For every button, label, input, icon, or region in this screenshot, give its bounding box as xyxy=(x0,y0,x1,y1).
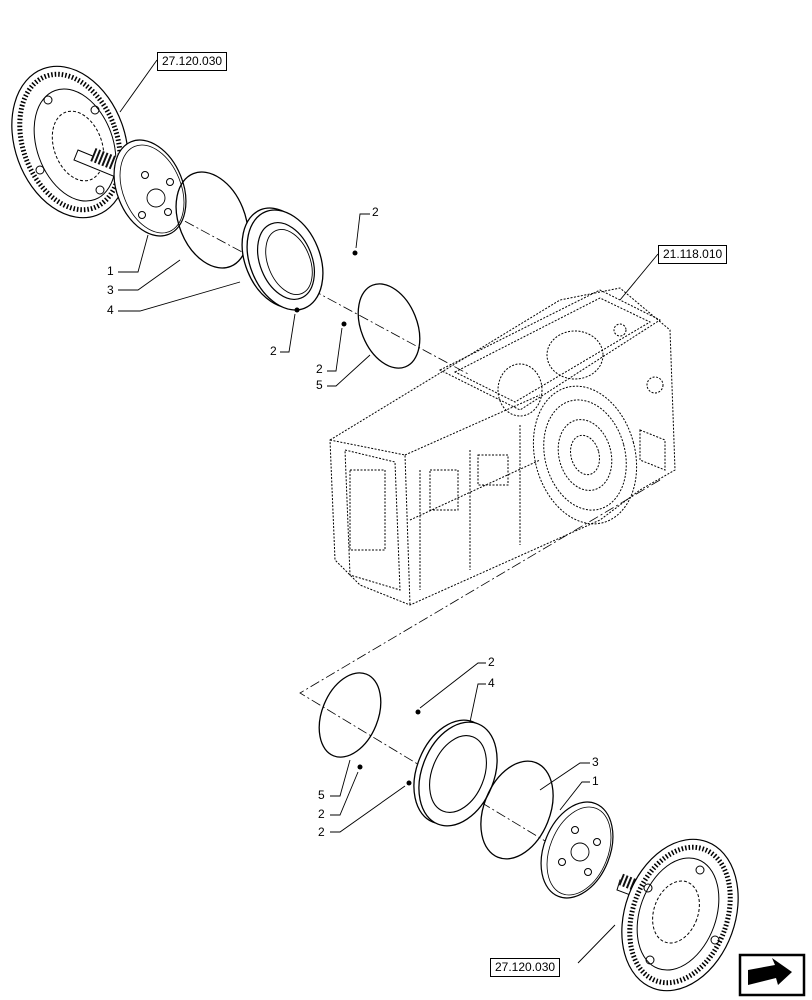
leader-lines xyxy=(118,59,659,964)
upper-pin-c xyxy=(341,321,347,327)
callout-upper-1: 1 xyxy=(107,264,114,278)
upper-pin-a xyxy=(352,250,358,256)
next-page-arrow-icon[interactable] xyxy=(738,953,806,997)
callout-lower-2c: 2 xyxy=(318,825,325,839)
callout-lower-3: 3 xyxy=(592,755,599,769)
lower-ring-5 xyxy=(318,672,382,758)
lower-plate-4 xyxy=(413,719,498,827)
upper-ring-5 xyxy=(357,283,421,369)
callout-upper-2a: 2 xyxy=(372,205,379,219)
callout-upper-4: 4 xyxy=(107,303,114,317)
ref-box-housing[interactable]: 21.118.010 xyxy=(658,245,728,264)
transmission-housing xyxy=(329,287,676,606)
callout-lower-4: 4 xyxy=(488,676,495,690)
lower-pin-a xyxy=(415,709,421,715)
upper-disc xyxy=(113,139,187,237)
lower-disc xyxy=(540,801,614,899)
callout-upper-2c: 2 xyxy=(316,362,323,376)
ref-box-bottom-right[interactable]: 27.120.030 xyxy=(490,958,561,977)
callout-lower-5: 5 xyxy=(318,788,325,802)
upper-seal-4 xyxy=(241,207,324,311)
callout-upper-5: 5 xyxy=(316,378,323,392)
callout-upper-3: 3 xyxy=(107,283,114,297)
callout-lower-1: 1 xyxy=(592,774,599,788)
upper-ring-3 xyxy=(175,171,249,269)
top-clutch-housing xyxy=(11,65,129,219)
upper-pin-b xyxy=(294,307,300,313)
callout-lower-2b: 2 xyxy=(318,807,325,821)
bottom-clutch-housing xyxy=(616,838,739,992)
ref-box-top-left[interactable]: 27.120.030 xyxy=(157,52,228,71)
lower-pin-c xyxy=(406,780,412,786)
callout-lower-2a: 2 xyxy=(488,655,495,669)
callout-upper-2b: 2 xyxy=(270,344,277,358)
lower-ring-3 xyxy=(480,760,554,860)
lower-pin-b xyxy=(357,764,363,770)
